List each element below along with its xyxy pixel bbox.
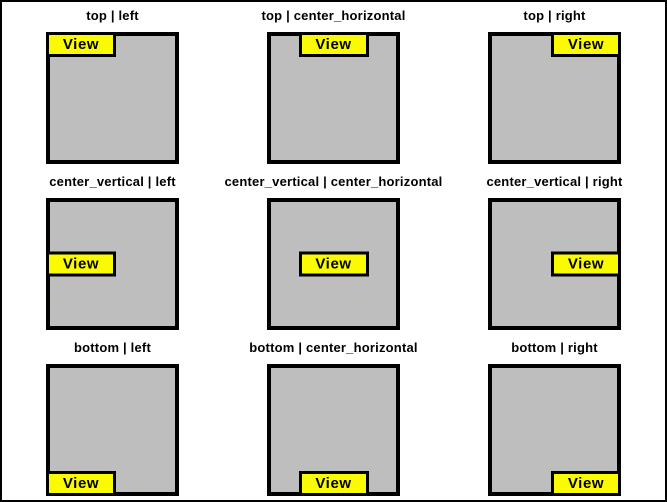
gravity-label: top | right	[523, 8, 586, 23]
gravity-label: bottom | center_horizontal	[249, 340, 418, 355]
container-box: View	[267, 364, 400, 496]
view-button[interactable]: View	[298, 471, 369, 496]
gravity-label: bottom | right	[511, 340, 598, 355]
view-button[interactable]: View	[298, 251, 369, 277]
container-box: View	[46, 364, 179, 496]
cell-top-right: top | right View	[444, 2, 665, 168]
gravity-label: center_vertical | center_horizontal	[224, 174, 443, 189]
container-box: View	[488, 198, 621, 330]
container-box: View	[488, 32, 621, 164]
cell-middle-right: center_vertical | right View	[444, 168, 665, 334]
cell-top-center: top | center_horizontal View	[223, 2, 444, 168]
gravity-label: center_vertical | right	[486, 174, 623, 189]
view-button[interactable]: View	[46, 32, 116, 57]
gravity-label: center_vertical | left	[49, 174, 176, 189]
cell-middle-left: center_vertical | left View	[2, 168, 223, 334]
view-button[interactable]: View	[46, 251, 116, 277]
gravity-label: top | left	[86, 8, 139, 23]
cell-bottom-center: bottom | center_horizontal View	[223, 334, 444, 500]
cell-bottom-right: bottom | right View	[444, 334, 665, 500]
view-button[interactable]: View	[551, 471, 621, 496]
cell-bottom-left: bottom | left View	[2, 334, 223, 500]
container-box: View	[488, 364, 621, 496]
view-button[interactable]: View	[298, 32, 369, 57]
cell-middle-center: center_vertical | center_horizontal View	[223, 168, 444, 334]
gravity-label: top | center_horizontal	[261, 8, 406, 23]
gravity-label: bottom | left	[73, 340, 151, 355]
container-box: View	[267, 32, 400, 164]
view-button[interactable]: View	[46, 471, 116, 496]
container-box: View	[267, 198, 400, 330]
view-button[interactable]: View	[551, 251, 621, 277]
view-button[interactable]: View	[551, 32, 621, 57]
cell-top-left: top | left View	[2, 2, 223, 168]
container-box: View	[46, 32, 179, 164]
container-box: View	[46, 198, 179, 330]
